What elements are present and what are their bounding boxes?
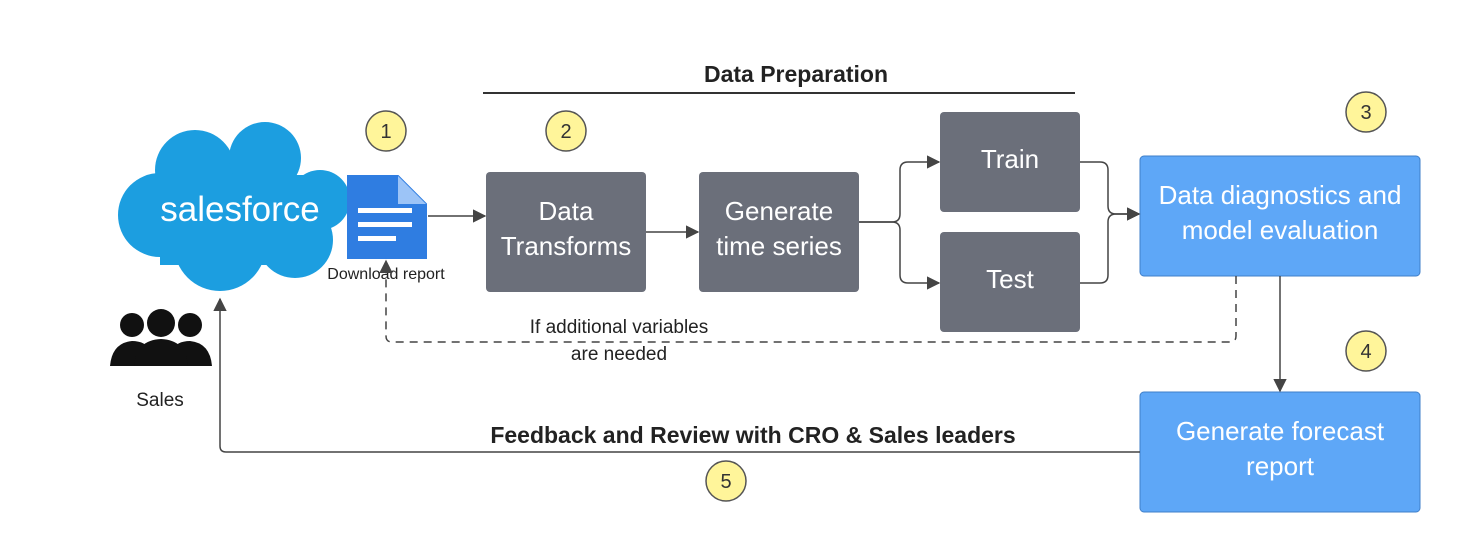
arrow-series-to-train xyxy=(859,155,941,223)
test-label: Test xyxy=(986,264,1034,294)
step-3-number: 3 xyxy=(1360,102,1371,124)
diagnostics-line2: model evaluation xyxy=(1182,215,1379,245)
train-label: Train xyxy=(981,144,1039,174)
loop-label-line2: are needed xyxy=(571,344,667,365)
salesforce-logo: salesforce xyxy=(118,122,350,291)
dashed-loop-arrow xyxy=(379,259,1237,343)
arrow-train-to-diagnostics xyxy=(1080,161,1141,221)
step-1-number: 1 xyxy=(380,121,391,143)
diagnostics-line1: Data diagnostics and xyxy=(1159,180,1402,210)
download-report-label: Download report xyxy=(327,266,445,283)
salesforce-logo-text: salesforce xyxy=(160,190,320,229)
data-transforms-line2: Transforms xyxy=(501,231,632,261)
test-box: Test xyxy=(940,232,1080,332)
section-title: Data Preparation xyxy=(704,61,888,87)
forecast-box: Generate forecast report xyxy=(1139,391,1421,513)
step-2-number: 2 xyxy=(560,121,571,143)
sales-label: Sales xyxy=(136,390,184,411)
arrow-series-to-test xyxy=(859,221,941,290)
step-5-number: 5 xyxy=(720,471,731,493)
step-4-number: 4 xyxy=(1360,341,1371,363)
generate-time-series-box: Generate time series xyxy=(699,172,859,292)
generate-time-series-line1: Generate xyxy=(725,196,833,226)
people-icon xyxy=(110,309,212,366)
arrow-test-to-diagnostics xyxy=(1080,207,1141,284)
train-box: Train xyxy=(940,112,1080,212)
step-4: 4 xyxy=(1345,330,1387,372)
forecast-line2: report xyxy=(1246,451,1315,481)
connectors xyxy=(213,155,1287,453)
forecast-line1: Generate forecast xyxy=(1176,416,1385,446)
data-transforms-line1: Data xyxy=(539,196,594,226)
step-2: 2 xyxy=(545,110,587,152)
generate-time-series-line2: time series xyxy=(716,231,842,261)
document-icon xyxy=(347,175,427,259)
step-5: 5 xyxy=(705,460,747,502)
data-transforms-box: Data Transforms xyxy=(486,172,646,292)
diagnostics-box: Data diagnostics and model evaluation xyxy=(1139,155,1421,277)
feedback-label: Feedback and Review with CRO & Sales lea… xyxy=(490,422,1015,448)
feedback-arrow xyxy=(213,297,1140,453)
loop-label-line1: If additional variables xyxy=(530,317,709,338)
step-1: 1 xyxy=(365,110,407,152)
step-3: 3 xyxy=(1345,91,1387,133)
